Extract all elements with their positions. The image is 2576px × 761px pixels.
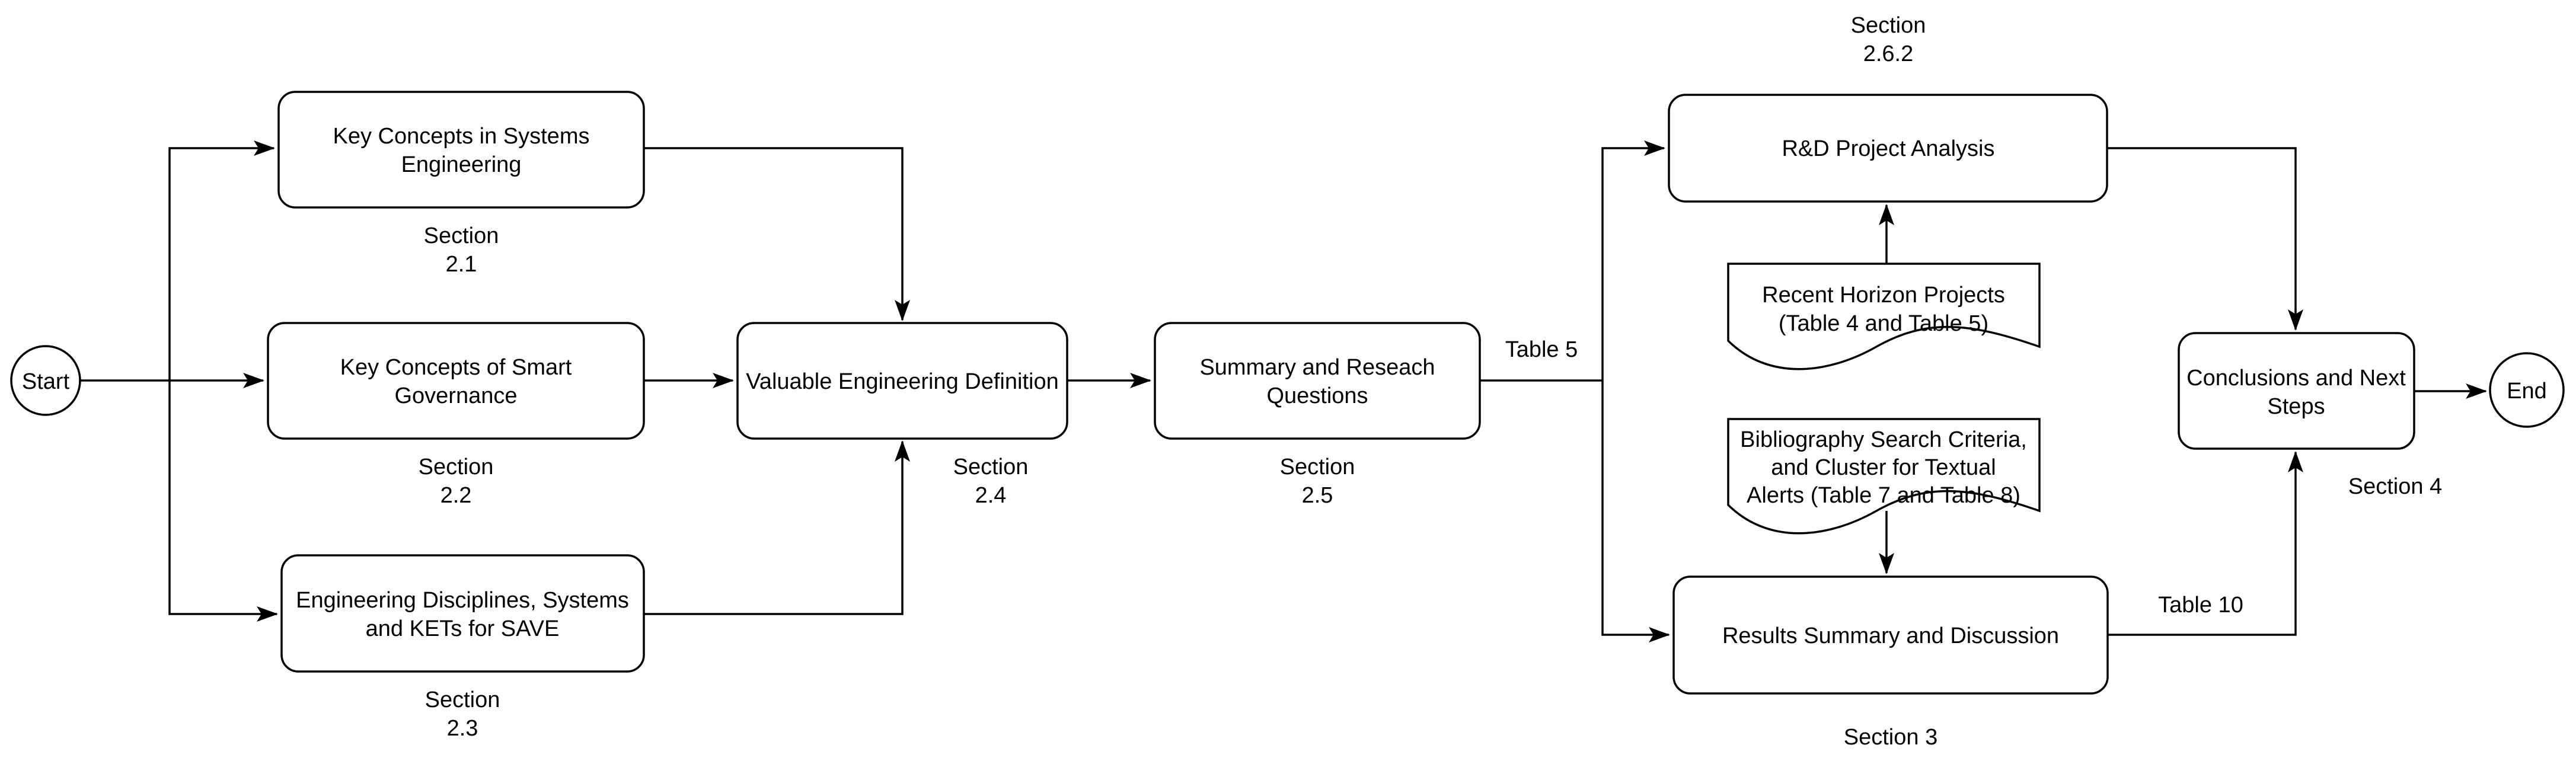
edge-label-table-10: Table 10 <box>2158 593 2243 618</box>
caption-section-2-2: Section <box>419 455 494 479</box>
svg-text:2.3: 2.3 <box>447 716 478 741</box>
node-valuable-engineering-definition <box>736 322 1068 440</box>
svg-text:2.5: 2.5 <box>1302 483 1333 508</box>
caption-section-3: Section 3 <box>1844 725 1937 750</box>
node-rd-project-analysis <box>1668 94 2108 203</box>
svg-text:R&D Project Analysis: R&D Project Analysis <box>1782 136 1994 161</box>
svg-text:2.1: 2.1 <box>446 252 477 277</box>
edge-eng-disciplines-to-valuable <box>644 440 910 615</box>
document-recent-horizon-projects <box>1727 263 2041 370</box>
svg-text:(Table 4 and Table 5): (Table 4 and Table 5) <box>1779 311 1988 336</box>
node-key-concepts-smart-governance <box>267 322 645 440</box>
edge-systems-engineering-to-valuable <box>644 147 910 321</box>
caption-section-2-5: Section <box>1280 455 1355 479</box>
svg-text:Valuable Engineering Definitio: Valuable Engineering Definition <box>746 369 1058 394</box>
caption-section-2-4: Section <box>953 455 1029 479</box>
caption-section-4: Section 4 <box>2348 474 2442 499</box>
edge-summary-to-rd-analysis <box>1480 140 1665 382</box>
node-summary-research-questions <box>1154 322 1481 440</box>
edge-summary-to-results <box>1601 380 1670 642</box>
svg-text:2.4: 2.4 <box>975 483 1007 508</box>
node-key-concepts-systems-engineering <box>277 91 645 209</box>
svg-text:Recent Horizon Projects: Recent Horizon Projects <box>1762 283 2005 308</box>
caption-section-2-1: Section <box>424 223 499 248</box>
svg-text:Engineering Disciplines, Syste: Engineering Disciplines, Systems <box>296 588 629 613</box>
edge-start-to-eng-disciplines <box>168 380 278 622</box>
svg-text:Governance: Governance <box>394 383 517 408</box>
svg-text:Bibliography Search Criteria,: Bibliography Search Criteria, <box>1740 427 2027 452</box>
svg-text:Key Concepts of Smart: Key Concepts of Smart <box>340 355 572 380</box>
edge-rd-analysis-to-conclusions <box>2107 147 2303 331</box>
start-terminal <box>10 345 81 416</box>
node-results-summary-discussion <box>1672 575 2109 695</box>
end-label: End <box>2507 379 2547 404</box>
node-engineering-disciplines <box>280 554 645 673</box>
svg-text:Conclusions and Next: Conclusions and Next <box>2186 366 2406 391</box>
caption-section-2-3: Section <box>425 688 500 712</box>
svg-text:Steps: Steps <box>2267 394 2325 419</box>
edge-start-to-systems-engineering <box>168 140 275 380</box>
svg-text:Results Summary and Discussion: Results Summary and Discussion <box>1722 623 2059 648</box>
svg-text:Alerts (Table 7 and Table 8): Alerts (Table 7 and Table 8) <box>1747 483 2020 508</box>
caption-section-2-6-2: Section <box>1851 13 1926 38</box>
edge-label-table-5: Table 5 <box>1505 337 1578 362</box>
document-bibliography-search-criteria <box>1727 418 2041 535</box>
svg-text:and Cluster for Textual: and Cluster for Textual <box>1771 455 1996 480</box>
svg-text:Questions: Questions <box>1266 383 1368 408</box>
node-conclusions-next-steps <box>2178 332 2415 450</box>
end-terminal <box>2489 352 2565 428</box>
edge-results-to-conclusions <box>2108 451 2303 636</box>
svg-text:Summary and Reseach: Summary and Reseach <box>1199 355 1435 380</box>
svg-text:Key Concepts in Systems: Key Concepts in Systems <box>333 124 590 149</box>
start-label: Start <box>22 369 70 394</box>
svg-text:and KETs for SAVE: and KETs for SAVE <box>366 616 560 641</box>
svg-text:2.6.2: 2.6.2 <box>1863 41 1914 66</box>
svg-text:Engineering: Engineering <box>401 152 522 177</box>
svg-text:2.2: 2.2 <box>440 483 472 508</box>
